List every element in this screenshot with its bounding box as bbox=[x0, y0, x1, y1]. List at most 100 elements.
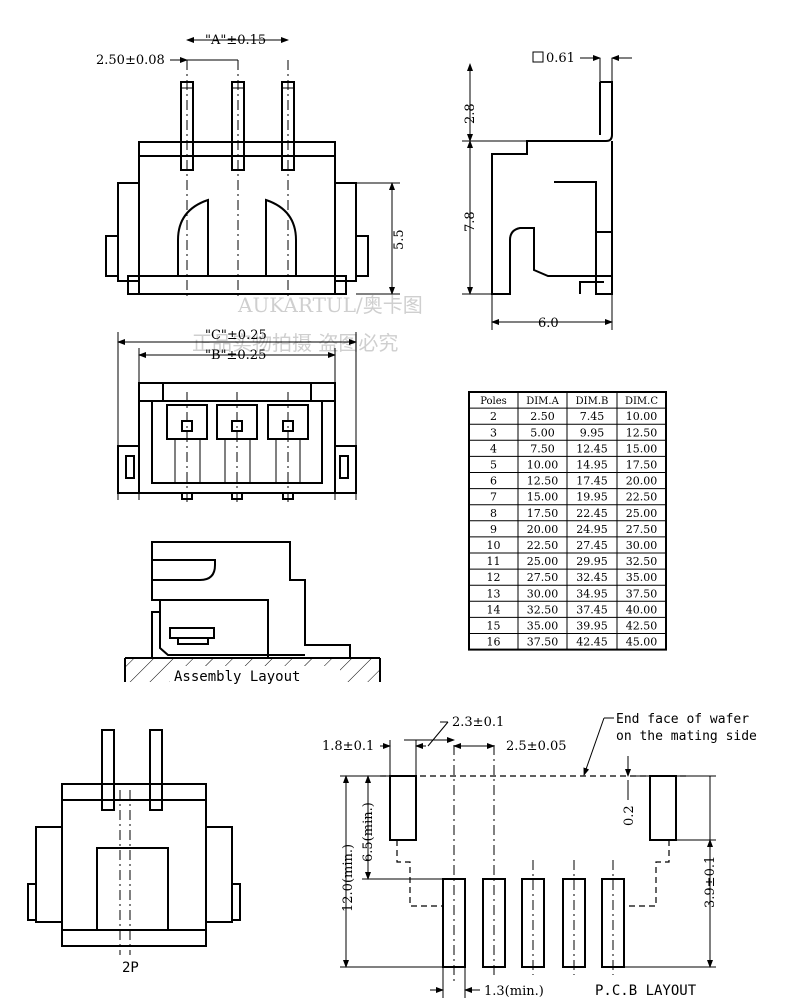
table-cell: 8 bbox=[490, 507, 497, 520]
table-cell: 11 bbox=[487, 555, 501, 568]
table-cell: 9.95 bbox=[580, 426, 605, 439]
table-cell: 34.95 bbox=[576, 587, 608, 600]
table-cell: 9 bbox=[490, 523, 497, 536]
side-dim-depth: 6.0 bbox=[538, 316, 559, 331]
table-cell: 27.50 bbox=[527, 571, 559, 584]
table-cell: 24.95 bbox=[576, 523, 608, 536]
pcb-dim-min-120: 12.0(min.) bbox=[341, 844, 356, 912]
table-cell: 20.00 bbox=[626, 475, 658, 488]
table-header-cell: DIM.C bbox=[625, 396, 658, 407]
front-left-latch bbox=[105, 235, 119, 277]
pcb-dim-offset: 2.3±0.1 bbox=[452, 715, 504, 730]
pcb-dim-pitch: 2.5±0.05 bbox=[506, 739, 567, 754]
table-cell: 7.50 bbox=[530, 442, 555, 455]
top-view: "C"±0.25 "B"±0.25 bbox=[117, 328, 357, 505]
pcb-dim-02: 0.2 bbox=[622, 805, 637, 826]
two-pin-view: 2P bbox=[27, 729, 241, 976]
table-cell: 27.50 bbox=[626, 523, 658, 536]
front-dim-height: 5.5 bbox=[392, 229, 407, 250]
table-cell: 12.50 bbox=[626, 426, 658, 439]
two-pin-top-cap bbox=[61, 783, 207, 801]
table-cell: 19.95 bbox=[576, 491, 608, 504]
pcb-note-line1: End face of wafer bbox=[616, 712, 749, 727]
table-cell: 5 bbox=[490, 458, 497, 471]
table-cell: 35.00 bbox=[626, 571, 658, 584]
table-cell: 15.00 bbox=[527, 491, 559, 504]
table-cell: 10 bbox=[487, 539, 501, 552]
table-cell: 25.00 bbox=[626, 507, 658, 520]
table-cell: 45.00 bbox=[626, 636, 658, 649]
pcb-dim-pad-width: 1.8±0.1 bbox=[322, 739, 374, 754]
two-pin-pin-2 bbox=[149, 729, 163, 811]
two-pin-label: 2P bbox=[122, 960, 139, 976]
table-cell: 30.00 bbox=[527, 587, 559, 600]
table-cell: 15 bbox=[487, 619, 501, 632]
side-view: 2.8 7.8 0.61 6.0 bbox=[462, 51, 632, 331]
table-cell: 32.50 bbox=[626, 555, 658, 568]
front-right-latch bbox=[355, 235, 369, 277]
front-view: "A"±0.15 2.50±0.08 5.5 bbox=[96, 33, 407, 300]
table-cell: 14.95 bbox=[576, 458, 608, 471]
top-dim-c: "C"±0.25 bbox=[205, 328, 267, 343]
table-cell: 6 bbox=[490, 475, 497, 488]
table-cell: 42.45 bbox=[576, 636, 608, 649]
front-right-ear bbox=[334, 182, 357, 282]
assembly-layout: Assembly Layout bbox=[124, 541, 381, 685]
table-cell: 10.00 bbox=[527, 458, 559, 471]
table-cell: 22.50 bbox=[527, 539, 559, 552]
table-cell: 37.50 bbox=[527, 636, 559, 649]
pcb-mount-pad-right bbox=[649, 775, 677, 841]
pcb-layout: 1.8±0.1 2.3±0.1 2.5±0.05 End face of waf… bbox=[322, 712, 757, 999]
table-cell: 30.00 bbox=[626, 539, 658, 552]
table-cell: 32.45 bbox=[576, 571, 608, 584]
side-dim-pin: 0.61 bbox=[546, 51, 575, 66]
table-cell: 40.00 bbox=[626, 603, 658, 616]
table-header-cell: Poles bbox=[480, 396, 507, 407]
table-cell: 37.50 bbox=[626, 587, 658, 600]
table-cell: 27.45 bbox=[576, 539, 608, 552]
side-body bbox=[491, 81, 613, 295]
top-dim-b: "B"±0.25 bbox=[205, 348, 266, 363]
pcb-dim-min-65: 6.5(min.) bbox=[361, 802, 376, 862]
table-cell: 39.95 bbox=[576, 619, 608, 632]
table-cell: 4 bbox=[490, 442, 497, 455]
side-dim-pin-height: 2.8 bbox=[463, 103, 478, 124]
table-cell: 37.45 bbox=[576, 603, 608, 616]
assembly-label: Assembly Layout bbox=[174, 669, 300, 685]
front-left-ear bbox=[117, 182, 140, 282]
table-cell: 3 bbox=[490, 426, 497, 439]
table-cell: 32.50 bbox=[527, 603, 559, 616]
watermark-line1: AUKARTUL/奥卡图 bbox=[237, 293, 423, 317]
table-cell: 12 bbox=[487, 571, 501, 584]
table-cell: 20.00 bbox=[527, 523, 559, 536]
front-body bbox=[138, 155, 336, 295]
table-header-cell: DIM.B bbox=[576, 396, 609, 407]
front-top-cap bbox=[138, 141, 336, 157]
table-header-cell: DIM.A bbox=[526, 396, 559, 407]
table-cell: 25.00 bbox=[527, 555, 559, 568]
table-cell: 7 bbox=[490, 491, 497, 504]
table-cell: 17.50 bbox=[626, 458, 658, 471]
front-right-arch bbox=[265, 198, 297, 276]
table-cell: 2 bbox=[490, 410, 497, 423]
table-cell: 12.45 bbox=[576, 442, 608, 455]
table-cell: 14 bbox=[487, 603, 501, 616]
two-pin-pin-1 bbox=[101, 729, 115, 811]
table-cell: 13 bbox=[487, 587, 501, 600]
table-cell: 16 bbox=[487, 636, 501, 649]
two-pin-body bbox=[61, 799, 207, 947]
table-cell: 29.95 bbox=[576, 555, 608, 568]
pcb-dim-39: 3.9±0.1 bbox=[703, 856, 718, 908]
pcb-mount-pad-left bbox=[389, 775, 417, 841]
table-cell: 42.50 bbox=[626, 619, 658, 632]
front-dim-a: "A"±0.15 bbox=[205, 33, 266, 48]
pcb-note-line2: on the mating side bbox=[616, 729, 757, 744]
pcb-label: P.C.B LAYOUT bbox=[595, 983, 697, 999]
table-cell: 2.50 bbox=[530, 410, 555, 423]
table-cell: 17.50 bbox=[527, 507, 559, 520]
table-cell: 15.00 bbox=[626, 442, 658, 455]
table-cell: 12.50 bbox=[527, 475, 559, 488]
table-cell: 22.45 bbox=[576, 507, 608, 520]
